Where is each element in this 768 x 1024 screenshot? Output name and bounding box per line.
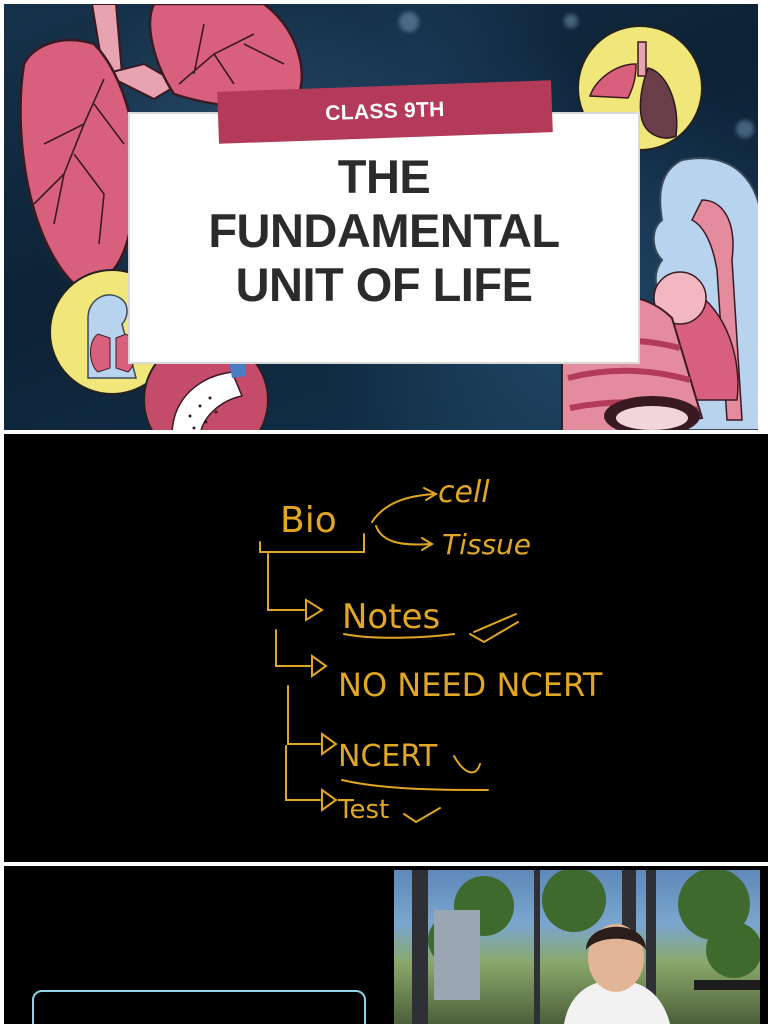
check-mark <box>473 613 517 633</box>
underline <box>341 779 489 791</box>
bokeh-light <box>399 12 419 32</box>
bokeh-light <box>564 14 578 28</box>
bracket-stroke <box>259 533 365 553</box>
note-root: Bio <box>280 500 337 541</box>
branch-line <box>287 685 321 745</box>
branch-line <box>275 629 311 667</box>
check-mark <box>453 755 481 774</box>
slide-title: THE FUNDAMENTAL UNIT OF LIFE <box>128 150 640 312</box>
slide-title-line: UNIT OF LIFE <box>235 258 533 311</box>
content-frame <box>32 990 366 1024</box>
note-notes: Notes <box>342 597 440 637</box>
note-no-need: NO NEED NCERT <box>338 666 603 704</box>
title-card <box>128 112 640 364</box>
arrowhead <box>423 487 439 501</box>
arrowhead <box>421 537 434 551</box>
underline <box>343 633 455 639</box>
arrowhead <box>305 598 324 622</box>
note-ncert: NCERT <box>338 739 438 774</box>
slide-title-line: THE <box>337 150 431 203</box>
check-mark <box>403 807 441 824</box>
slide-title-line: FUNDAMENTAL <box>208 204 560 257</box>
arrow-to-tissue <box>375 525 431 546</box>
branch-line <box>285 745 321 801</box>
branch-line <box>267 553 305 611</box>
arrowhead <box>321 732 338 756</box>
presenter-video-frame <box>412 870 760 1024</box>
lungs-illustration <box>19 4 304 286</box>
note-test: Test <box>337 795 389 825</box>
bokeh-light <box>736 120 754 138</box>
arrowhead <box>321 788 338 812</box>
title-slide: CLASS 9TH THE FUNDAMENTAL UNIT OF LIFE <box>4 4 758 430</box>
class-badge-label: CLASS 9TH <box>324 97 446 126</box>
presenter-video[interactable] <box>394 870 760 1024</box>
note-tissue: Tissue <box>442 528 531 561</box>
handwritten-notes-slide: Bio cell Tissue Notes NO NEED NCERT NCER… <box>4 434 768 862</box>
check-mark <box>469 621 519 644</box>
arrowhead <box>311 654 328 678</box>
arrow-to-cell <box>371 493 435 523</box>
note-cell: cell <box>438 475 490 510</box>
notes-canvas: Bio cell Tissue Notes NO NEED NCERT NCER… <box>259 475 603 825</box>
video-slide <box>4 866 768 1024</box>
